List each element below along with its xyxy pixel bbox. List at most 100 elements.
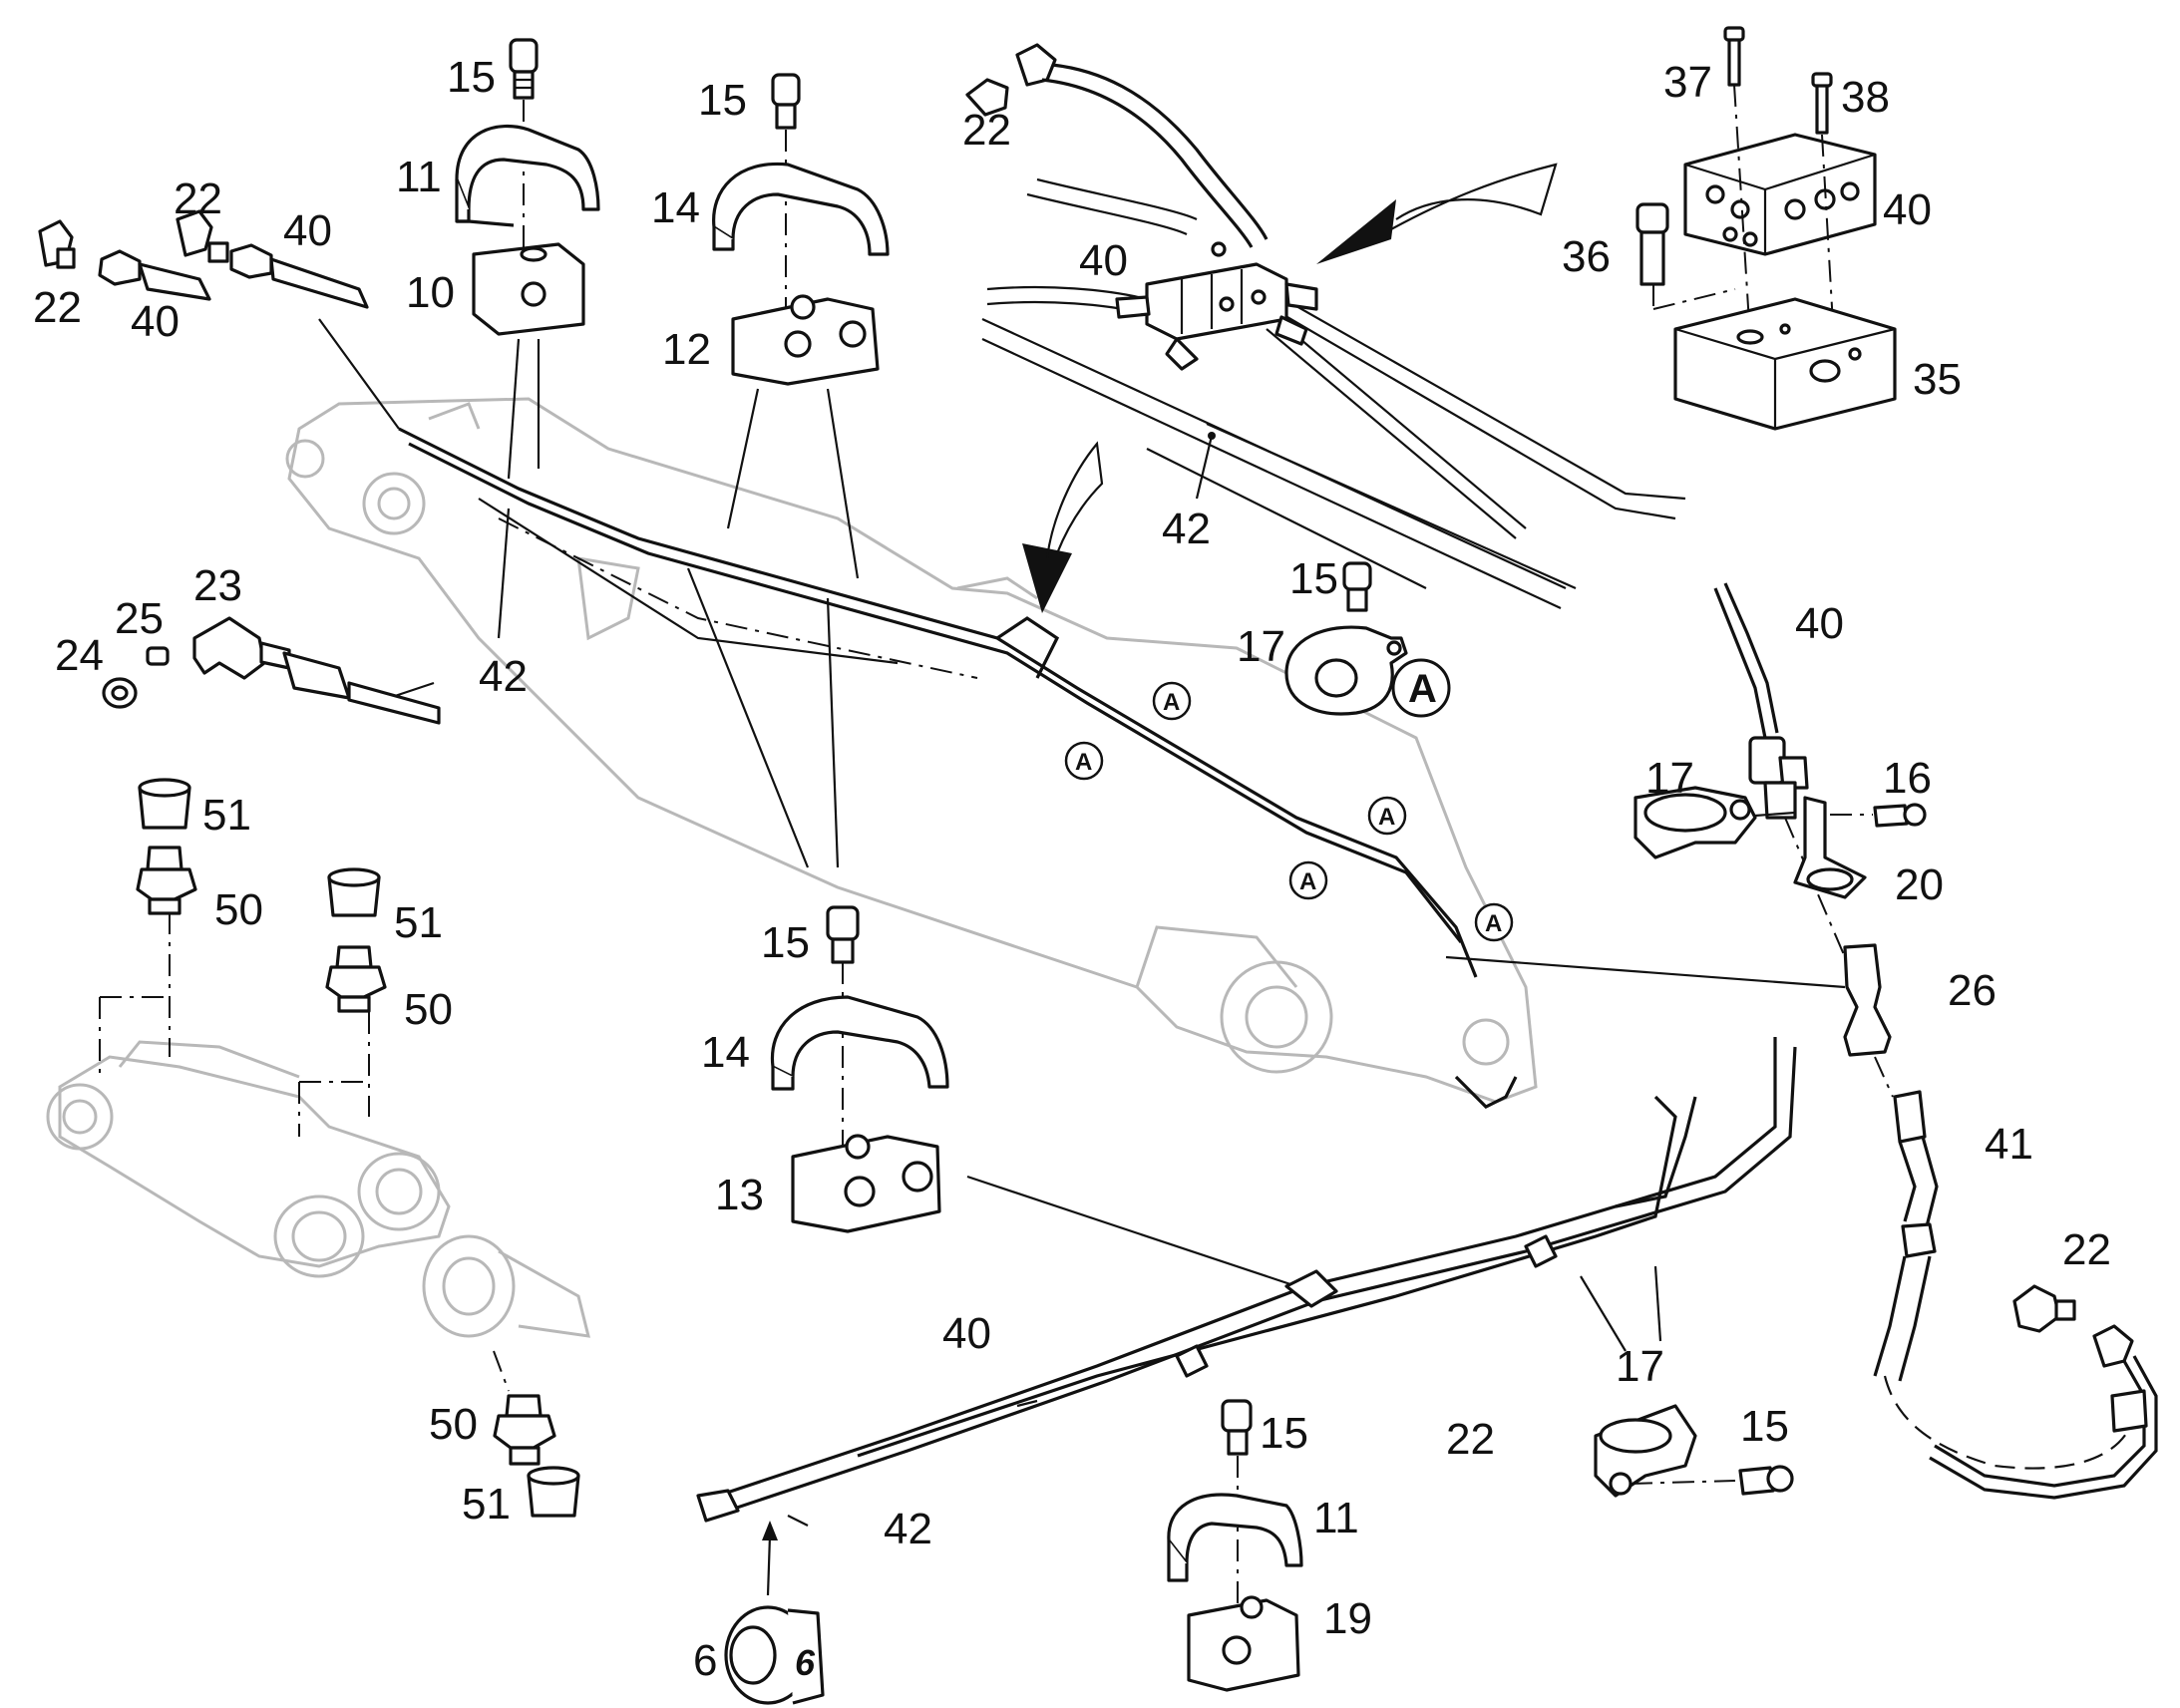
clamp-17-bottom [1580, 1265, 1794, 1498]
label-35: 35 [1913, 355, 1962, 404]
label-40: 40 [283, 206, 332, 255]
label-25: 25 [115, 594, 164, 643]
label-24: 24 [55, 631, 104, 680]
callout-a-1: A [1163, 689, 1180, 716]
boom-arm-outline [285, 397, 1538, 1104]
label-51: 51 [462, 1480, 511, 1529]
link-outline [46, 1040, 451, 1278]
grease-nipples [99, 778, 580, 1518]
label-14: 14 [701, 1028, 750, 1077]
label-22: 22 [1446, 1415, 1495, 1464]
base-plate-35 [1673, 297, 1897, 431]
clamp-set-14-13 [770, 905, 949, 1233]
nipple-25 [146, 646, 170, 666]
label-17: 17 [1237, 622, 1285, 671]
label-10: 10 [406, 268, 455, 317]
clamp-17-detail-a: A [1284, 561, 1451, 718]
clamp-14-lower [770, 995, 949, 1089]
fitting-22-d [2012, 1284, 2061, 1333]
cylinder-eye-outline [422, 1234, 590, 1338]
clamp-set-11-19 [1167, 1399, 1303, 1692]
callout-a-4: A [1299, 868, 1316, 895]
label-16: 16 [1883, 754, 1932, 803]
bolt-15-f [1342, 561, 1372, 591]
label-15: 15 [761, 918, 810, 967]
bolt-15-e [1738, 1466, 1775, 1496]
view-direction-arrow-icon [1316, 199, 1396, 264]
bolt-15-b [771, 73, 801, 107]
label-15: 15 [1289, 554, 1338, 603]
label-51: 51 [202, 791, 251, 840]
label-50: 50 [214, 885, 263, 934]
cap-6-marking: 6 [795, 1642, 816, 1683]
fitting-26 [1843, 943, 1892, 1057]
part-number-labels: 15 11 10 15 14 12 22 40 22 40 23 25 24 4… [33, 53, 2111, 1685]
distributor-40 [1145, 262, 1288, 341]
label-19: 19 [1323, 1594, 1372, 1643]
label-22: 22 [174, 174, 222, 223]
callout-a-circle [1391, 658, 1451, 718]
label-11: 11 [1313, 1494, 1359, 1542]
fitting-22-b [176, 209, 213, 257]
callout-a-letter: A [1408, 667, 1437, 711]
fittings-23-24-25 [102, 616, 441, 725]
distributor-detail-view [965, 43, 1686, 613]
label-40: 40 [1079, 236, 1128, 285]
distributor-exploded [1635, 26, 1897, 431]
fittings-top-left [38, 209, 369, 309]
label-22: 22 [962, 106, 1011, 155]
label-14: 14 [651, 183, 700, 232]
label-41: 41 [1985, 1120, 2033, 1169]
callout-a-3: A [1378, 804, 1395, 831]
nipple-50-c [505, 1394, 543, 1418]
detail-arrow-icon [1022, 543, 1072, 613]
bolt-15-d [1221, 1399, 1253, 1433]
label-17: 17 [1645, 754, 1694, 803]
label-17: 17 [1616, 1342, 1664, 1391]
label-20: 20 [1895, 860, 1944, 909]
clamp-set-14-12 [712, 73, 890, 386]
label-37: 37 [1663, 58, 1712, 107]
boom-hose-routing [398, 427, 1518, 1109]
right-hose-assembly [1634, 582, 2158, 1500]
label-13: 13 [715, 1171, 764, 1219]
screw-36 [1635, 202, 1669, 234]
bolt-15-a [509, 38, 539, 74]
label-12: 12 [662, 325, 711, 374]
label-15: 15 [698, 76, 747, 125]
cap-6: 6 [724, 1605, 825, 1705]
clamp-11-lower [1167, 1493, 1303, 1567]
label-38: 38 [1841, 73, 1890, 122]
label-40: 40 [1795, 599, 1844, 648]
label-11: 11 [396, 153, 442, 201]
label-51: 51 [394, 898, 443, 947]
label-26: 26 [1948, 966, 1997, 1015]
elbow-23 [192, 616, 266, 680]
callout-a-2: A [1075, 749, 1092, 776]
bolt-16 [1873, 804, 1909, 828]
label-50: 50 [429, 1400, 478, 1449]
clamp-11-top [455, 124, 600, 211]
label-6: 6 [693, 1636, 717, 1685]
label-23: 23 [193, 561, 242, 610]
label-42: 42 [884, 1505, 932, 1553]
label-22: 22 [2062, 1225, 2111, 1274]
a-callouts-on-boom: A A A A A [1064, 681, 1514, 942]
label-50: 50 [404, 985, 453, 1034]
label-42: 42 [479, 652, 528, 701]
nipple-50-a [146, 846, 183, 871]
label-15: 15 [447, 53, 496, 102]
bolt-15-c [826, 905, 860, 941]
nipple-50-b [335, 945, 373, 969]
label-15: 15 [1740, 1402, 1789, 1451]
clamp-set-11-10 [455, 38, 600, 336]
label-22: 22 [33, 283, 82, 332]
arrow-up-icon [762, 1521, 778, 1540]
label-40: 40 [942, 1309, 991, 1358]
bottom-hose-assembly [696, 1037, 1797, 1596]
clamp-14-top [712, 162, 890, 256]
fitting-22-c [965, 78, 1009, 117]
label-36: 36 [1562, 232, 1611, 281]
